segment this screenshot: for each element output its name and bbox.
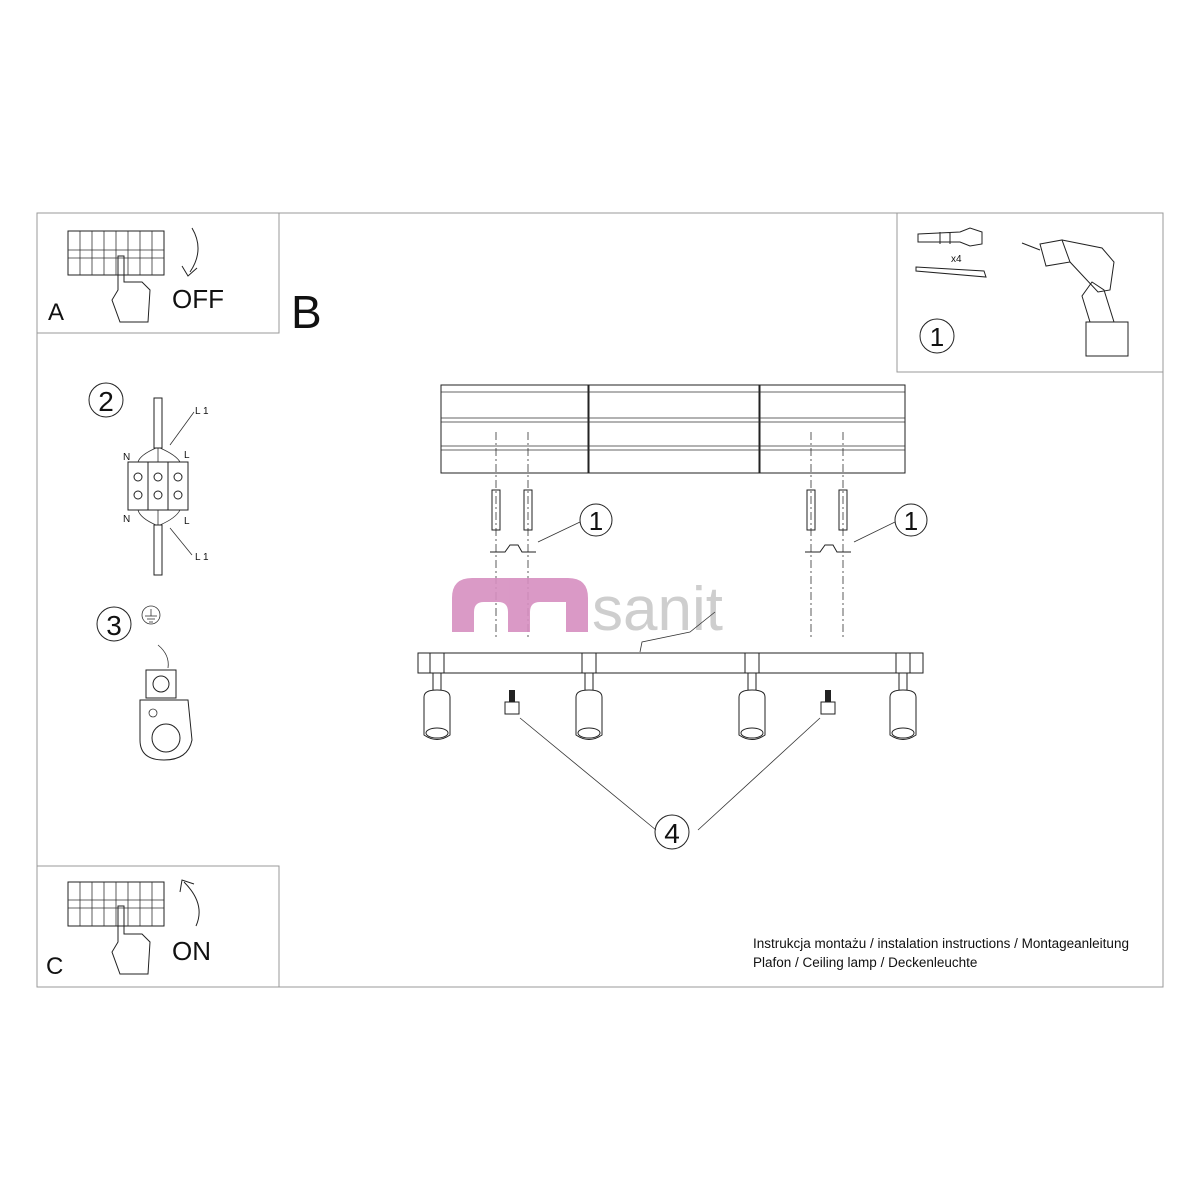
label-l1-top: L 1 [195, 406, 209, 417]
watermark-logo: sanit [452, 575, 723, 644]
spotlight [423, 672, 451, 740]
terminal-block [127, 461, 189, 511]
wiring-diagram: 2 L 1 N L N L L 1 [88, 382, 209, 576]
label-n-top: N [123, 452, 130, 463]
footer-line-1: Instrukcja montażu / instalation instruc… [753, 936, 1129, 951]
step-number: 2 [98, 386, 114, 417]
step-circle [88, 382, 124, 418]
cap-screw [504, 690, 520, 715]
arrow-up-icon [179, 879, 200, 927]
callout-circle [894, 503, 928, 537]
lamp-bar [417, 652, 924, 674]
label-n-bottom: N [123, 514, 130, 525]
breaker-box-icon [67, 881, 165, 927]
panel-c: C ON [46, 879, 211, 980]
panel-b-letter: B [291, 286, 322, 338]
panel-c-letter: C [46, 953, 63, 980]
step-number: 3 [106, 610, 122, 641]
panel-c-action: ON [172, 936, 211, 966]
cap-screw [820, 690, 836, 715]
spotlight [575, 672, 603, 740]
outer-frame [36, 212, 1164, 988]
ground-diagram: 3 [96, 605, 193, 761]
callout-bottom: 4 [664, 818, 680, 849]
panel-a: A OFF [48, 227, 224, 326]
callout-right: 1 [904, 506, 918, 536]
label-l1-bottom: L 1 [195, 552, 209, 563]
panel-step1-frame [896, 212, 1164, 373]
spotlight [738, 672, 766, 740]
label-l-bottom: L [184, 516, 190, 527]
step-circle [96, 606, 132, 642]
quantity-label: x4 [951, 254, 962, 265]
drill-icon [1021, 239, 1129, 357]
panel-c-frame [36, 865, 280, 988]
step-number: 1 [930, 322, 944, 352]
hand-icon [111, 255, 151, 323]
mount-hardware-left: 1 [490, 432, 613, 640]
panel-step1: x4 1 [915, 227, 1129, 357]
wall-plug-icon [917, 227, 983, 247]
callout-circle [579, 503, 613, 537]
callout-left: 1 [589, 506, 603, 536]
panel-a-letter: A [48, 299, 64, 326]
panel-a-frame [36, 212, 280, 334]
callout-circle [654, 814, 690, 850]
step-circle [919, 318, 955, 354]
screw-icon [915, 266, 987, 278]
watermark-text: sanit [592, 575, 723, 644]
mount-hardware-right: 1 [805, 432, 928, 640]
arrow-down-icon [181, 227, 199, 277]
mounting-bracket [490, 544, 536, 553]
lamp-fixture: 4 [417, 611, 924, 850]
ground-symbol-icon [141, 605, 161, 625]
ceiling-panels [440, 384, 906, 474]
footer-line-2: Plafon / Ceiling lamp / Deckenleuchte [753, 955, 977, 970]
mounting-bracket [805, 544, 851, 553]
spotlight [889, 672, 917, 740]
label-l-top: L [184, 450, 190, 461]
breaker-box-icon [67, 230, 165, 276]
hand-icon [111, 905, 151, 975]
panel-a-action: OFF [172, 284, 224, 314]
